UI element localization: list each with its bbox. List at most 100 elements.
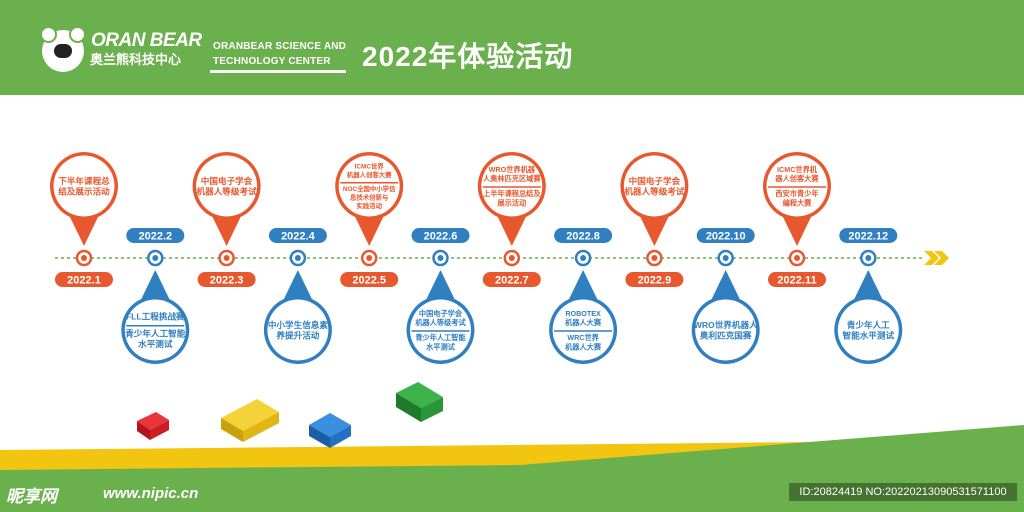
event-text: 中国电子学会 [201, 175, 253, 186]
event-text: 人奥林匹克区域赛 [483, 174, 541, 183]
event-text: 上半年课程总结及 [483, 189, 541, 198]
event-balloon-inner [623, 155, 685, 217]
yellow-brick-icon [221, 399, 279, 442]
date-label: 2022.7 [495, 275, 529, 287]
event-text: 中国电子学会 [419, 309, 463, 318]
date-label: 2022.10 [706, 231, 746, 243]
event-balloon-inner [837, 299, 899, 361]
watermark-id: ID:20824419 NO:20220213090531571100 [789, 483, 1017, 501]
event-text: 青少年人工智能 [125, 327, 186, 338]
event-text: 青少年人工智能 [415, 333, 466, 342]
event-balloon-inner [481, 155, 543, 217]
date-pill [696, 228, 755, 243]
event-text: 智能水平测试 [843, 330, 895, 341]
header-banner: ORAN BEAR 奥兰熊科技中心 ORANBEAR SCIENCE AND T… [0, 0, 1024, 95]
event-text: FLL工程挑战赛 [126, 311, 185, 322]
event-text: 机器人大赛 [565, 342, 602, 351]
event-text: 中国电子学会 [629, 175, 681, 186]
watermark-url: www.nipic.cn [103, 485, 199, 502]
date-pill [839, 228, 898, 243]
event-text: ICMC世界机 [777, 165, 818, 174]
event-text: 机器人创客大赛 [347, 170, 392, 179]
brand-name: ORAN BEAR [91, 30, 202, 51]
date-pill [268, 228, 327, 243]
center-name: ORANBEAR SCIENCE AND TECHNOLOGY CENTER [213, 39, 346, 69]
event-text: 实践活动 [356, 201, 382, 210]
event-text: 养提升活动 [276, 330, 319, 341]
event-text: 水平测试 [425, 342, 456, 351]
watermark-logo: 昵享网 [6, 487, 57, 506]
event-text: 水平测试 [138, 338, 173, 349]
event-balloon-inner [695, 299, 757, 361]
event-balloon-inner [410, 299, 471, 361]
date-label: 2022.5 [352, 275, 386, 287]
timeline-arrow-icon [924, 251, 949, 265]
red-brick-icon [137, 412, 169, 440]
brand-name-cn: 奥兰熊科技中心 [90, 52, 182, 67]
date-pill [55, 272, 113, 287]
center-name-line1: ORANBEAR SCIENCE AND [213, 41, 347, 52]
event-text: 机器人等级考试 [415, 318, 466, 327]
date-label: 2022.3 [210, 275, 244, 287]
event-text: 机器人等级考试 [624, 186, 685, 197]
event-balloon-inner [124, 299, 186, 361]
date-pill [411, 228, 470, 243]
event-text: 展示活动 [497, 198, 526, 207]
date-label: 2022.4 [281, 231, 316, 243]
date-label: 2022.12 [848, 231, 888, 243]
event-balloon-inner [766, 155, 828, 217]
date-pill [768, 272, 826, 287]
event-balloon-inner [53, 155, 115, 217]
event-text: 下半年课程总 [58, 175, 110, 186]
event-text: 机器人等级考试 [197, 186, 258, 197]
date-label: 2022.2 [138, 231, 172, 243]
date-pill [197, 272, 256, 287]
date-pill [340, 272, 399, 287]
event-text: WRO世界机器 [489, 165, 536, 174]
title-underline [210, 70, 346, 73]
event-text: 机器人大赛 [565, 318, 602, 327]
event-text: WRO世界机器人 [694, 319, 758, 330]
blue-brick-icon [309, 413, 351, 448]
event-text: 青少年人工 [847, 319, 890, 330]
event-balloon-inner [267, 299, 329, 361]
page-title: 2022年体验活动 [362, 41, 574, 72]
event-balloon-inner [552, 299, 614, 361]
event-text: 西安市青少年 [775, 189, 818, 198]
event-text: 编程大赛 [783, 198, 813, 207]
event-text: WRC世界 [567, 333, 599, 342]
event-text: 奥利匹克国赛 [699, 330, 752, 341]
event-text: ROBOTEX [565, 309, 601, 318]
date-pill [126, 228, 185, 243]
event-text: 结及展示活动 [58, 186, 110, 197]
event-text: ICMC世界 [355, 161, 385, 170]
event-text: 器人创客大赛 [774, 174, 819, 183]
event-text: NOC全国中小学信 [343, 184, 396, 193]
bear-logo-icon [40, 26, 86, 72]
center-name-line2: TECHNOLOGY CENTER [213, 56, 331, 67]
event-text: 息技术创新与 [350, 193, 388, 202]
date-label: 2022.1 [67, 275, 101, 287]
date-pill [625, 272, 684, 287]
date-label: 2022.6 [424, 231, 458, 243]
date-label: 2022.11 [777, 275, 816, 287]
event-text: 中小学生信息素 [268, 319, 329, 330]
event-balloon-inner [196, 155, 258, 217]
green-brick-icon [396, 382, 443, 422]
event-balloon-inner [338, 155, 400, 217]
date-label: 2022.9 [638, 275, 672, 287]
